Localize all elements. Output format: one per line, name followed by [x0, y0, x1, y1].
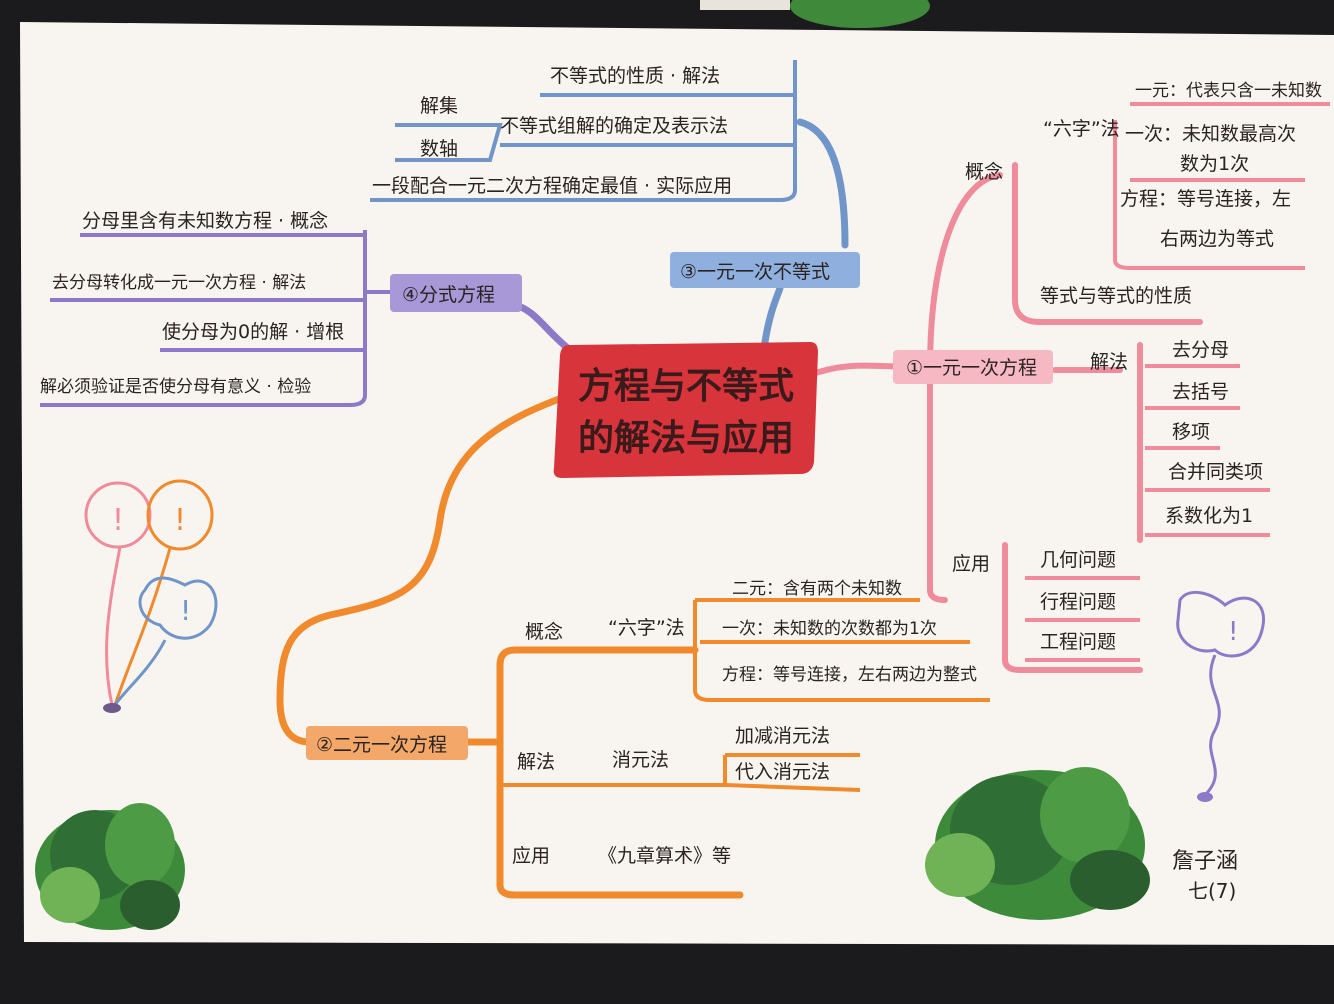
branch1-liuzi: “六字”法 — [1043, 118, 1120, 140]
signature-class: 七(7) — [1188, 879, 1236, 903]
balloon-right — [1176, 590, 1265, 797]
branch1-lines — [807, 162, 1203, 673]
top-plant-decoration — [790, 0, 930, 28]
orange-balloon-exclaim: ! — [174, 503, 186, 538]
branch1-fangcheng-1: 方程：等号连接，左 — [1120, 188, 1291, 210]
branch4-item1: 分母里含有未知数方程 · 概念 — [82, 209, 328, 232]
center-line2: 的解法与应用 — [578, 418, 794, 459]
paper-sheet — [20, 22, 1334, 945]
branch3-title: ③一元一次不等式 — [680, 261, 830, 283]
branch1-app: 几何问题 — [1040, 549, 1116, 571]
branch1-method: 解法 — [1090, 351, 1128, 373]
branch3-jieji: 解集 — [420, 95, 458, 117]
balloon-right-exclaim: ! — [1228, 617, 1238, 647]
orange-balloon — [146, 479, 214, 551]
branch2-lines — [276, 391, 744, 899]
branch2-yici: 一次：未知数的次数都为1次 — [722, 619, 937, 639]
blue-balloon — [138, 576, 218, 640]
branch3-shuzhou: 数轴 — [420, 138, 458, 160]
branch4-item3: 使分母为0的解 · 增根 — [162, 321, 344, 343]
branch1-step: 系数化为1 — [1165, 505, 1253, 527]
branch1-sublines — [1025, 102, 1330, 662]
branch4-sublines — [40, 230, 390, 407]
balloon-right-knot — [1197, 792, 1213, 802]
branch2-liuzi: “六字”法 — [608, 617, 685, 639]
blue-balloon-exclaim: ! — [180, 594, 191, 627]
branch1-fangcheng-2: 右两边为等式 — [1160, 228, 1274, 250]
branch2-eryuan: 二元：含有两个未知数 — [732, 579, 902, 599]
branch3-item3: 一段配合一元二次方程确定最值 · 实际应用 — [372, 175, 732, 197]
branch1-app: 行程问题 — [1040, 591, 1116, 613]
branch1-title: ①一元一次方程 — [906, 357, 1037, 379]
center-line1: 方程与不等式 — [578, 366, 794, 407]
branch3-lines — [761, 118, 849, 346]
branch4-item4: 解必须验证是否使分母有意义 · 检验 — [40, 376, 311, 397]
branch1-app: 工程问题 — [1040, 631, 1116, 653]
branch3-item1: 不等式的性质 · 解法 — [550, 65, 720, 87]
branch2-title-box — [306, 726, 468, 760]
branch1-step: 去括号 — [1172, 381, 1229, 403]
plant-left — [35, 803, 185, 930]
branch2-title: ②二元一次方程 — [316, 734, 447, 756]
balloons-left — [84, 479, 218, 713]
branch2-sublines — [500, 598, 990, 792]
branch2-app: 《九章算术》等 — [598, 845, 731, 867]
branch4-title: ④分式方程 — [402, 284, 495, 306]
branch2-method: 解法 — [517, 751, 555, 773]
branch1-title-box — [893, 350, 1053, 384]
branch1-step: 合并同类项 — [1168, 461, 1263, 483]
branch3-sublines — [370, 60, 797, 202]
signature-name: 詹子涵 — [1172, 849, 1238, 874]
branch2-concept: 概念 — [525, 620, 563, 643]
pink-balloon — [84, 481, 152, 549]
branch3-item2: 不等式组解的确定及表示法 — [500, 115, 728, 137]
branch1-concept: 概念 — [965, 160, 1003, 183]
branch2-fangcheng: 方程：等号连接，左右两边为整式 — [722, 665, 977, 685]
branch4-item2: 去分母转化成一元一次方程 · 解法 — [52, 273, 306, 293]
branch4-title-box — [390, 274, 522, 312]
branch1-yici-2: 数为1次 — [1180, 153, 1249, 175]
top-paper-edge — [700, 0, 790, 10]
center-node-box — [553, 342, 818, 478]
branch1-step: 移项 — [1172, 421, 1210, 443]
branch2-application: 应用 — [512, 845, 550, 867]
branch1-application: 应用 — [952, 553, 990, 575]
branch3-title-box — [670, 252, 860, 288]
branch2-elim: 消元法 — [612, 749, 669, 771]
branch1-yiyuan: 一元：代表只含一未知数 — [1135, 81, 1322, 101]
pink-balloon-exclaim: ! — [112, 503, 124, 538]
branch1-step: 去分母 — [1172, 339, 1229, 361]
branch2-elim2: 代入消元法 — [735, 761, 830, 783]
plant-right — [925, 767, 1150, 920]
branch1-property: 等式与等式的性质 — [1040, 285, 1192, 307]
branch2-elim1: 加减消元法 — [735, 725, 830, 747]
branch1-yici-1: 一次：未知数最高次 — [1125, 123, 1296, 145]
